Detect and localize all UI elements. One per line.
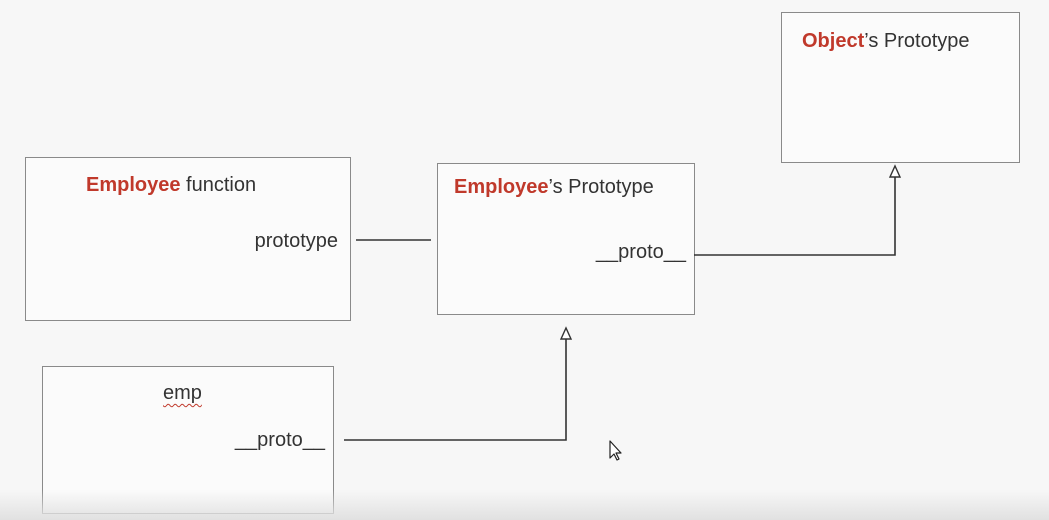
employee-prototype-box: Employee’s Prototype __proto__ — [437, 163, 695, 315]
employee-function-title-rest: function — [180, 174, 257, 196]
employee-function-title-highlight: Employee — [86, 174, 181, 196]
employee-proto-link — [694, 175, 896, 256]
employee-prototype-title: Employee’s Prototype — [454, 176, 654, 199]
employee-prototype-title-highlight: Employee — [454, 176, 549, 198]
emp-proto-label: __proto__ — [234, 429, 325, 451]
employee-prototype-title-rest: ’s Prototype — [548, 176, 654, 198]
employee-function-title: Employee function — [86, 174, 256, 197]
mouse-cursor-icon — [609, 440, 622, 461]
object-prototype-title-highlight: Object — [802, 30, 865, 52]
object-prototype-box: Object’s Prototype — [781, 12, 1020, 163]
employee-function-prototype-label: prototype — [254, 230, 338, 252]
emp-title: emp — [163, 382, 202, 404]
emp-proto-link — [344, 338, 567, 441]
employee-proto-arrowhead — [888, 164, 902, 178]
employee-prototype-proto-label: __proto__ — [595, 241, 686, 263]
object-prototype-title: Object’s Prototype — [802, 30, 970, 53]
emp-proto-arrowhead — [559, 326, 573, 340]
bottom-fade — [0, 490, 1049, 520]
employee-function-box: Employee function prototype — [25, 157, 351, 321]
object-prototype-title-rest: ’s Prototype — [864, 30, 970, 52]
